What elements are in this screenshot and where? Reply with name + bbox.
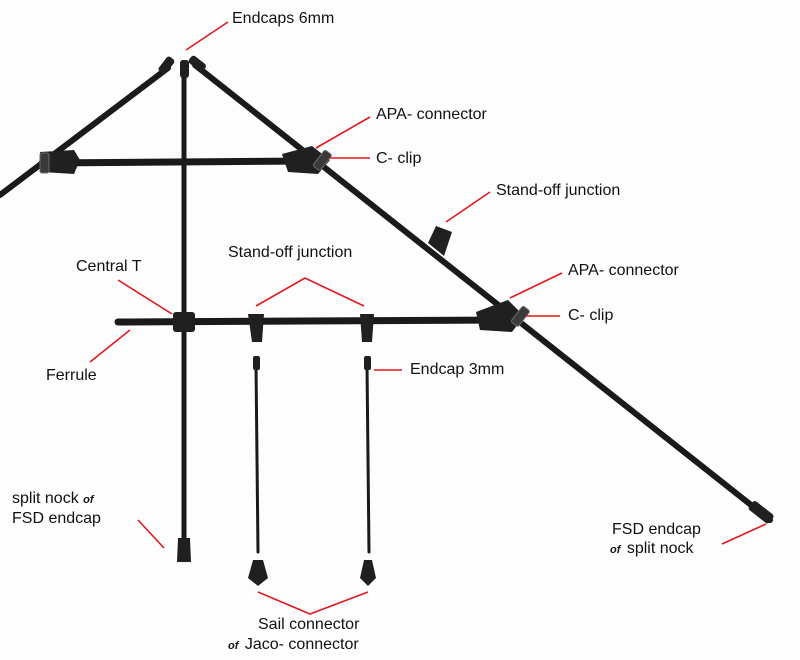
split-nock-fsd-endcap-spine	[177, 538, 191, 562]
label-fsd-endcap-left: FSD endcap	[12, 510, 101, 527]
sail-connector-right	[360, 560, 376, 586]
endcap-3mm-left	[253, 356, 260, 370]
leader-fsd-endcap	[721, 523, 767, 545]
endcap-6mm-center	[180, 60, 189, 78]
leader-endcaps-6mm	[185, 21, 229, 51]
sail-connector-of: of	[228, 640, 239, 652]
leader-apa-connector-top	[315, 116, 371, 149]
right-standoff-rod	[365, 363, 371, 554]
standoff-junction-right	[360, 314, 374, 342]
leader-standoff-junction-center	[255, 277, 365, 307]
left-leading-edge-spar	[0, 65, 171, 198]
standoff-junction-left	[248, 314, 264, 342]
central-t-fitting	[173, 312, 195, 332]
leader-ferrule	[89, 329, 131, 363]
left-standoff-rod	[254, 363, 260, 554]
upper-spreader	[38, 157, 314, 167]
label-standoff-junction-center: Stand-off junction	[228, 244, 353, 261]
leader-apa-connector-lower	[509, 272, 563, 299]
label-c-clip-lower: C- clip	[568, 307, 614, 324]
apa-connector-lower	[476, 300, 524, 332]
label-endcap-3mm: Endcap 3mm	[410, 361, 505, 378]
label-sail-connector: Sail connector	[258, 616, 360, 633]
endcap-6mm-right	[188, 55, 206, 72]
label-standoff-junction-right: Stand-off junction	[496, 182, 621, 199]
sail-connector-left	[248, 560, 268, 586]
fsd-endcap-of: of	[610, 544, 621, 556]
leader-standoff-junction-leading-edge	[445, 191, 491, 223]
c-clip-lower	[510, 305, 530, 327]
label-endcaps-6mm: Endcaps 6mm	[232, 10, 335, 27]
label-ferrule: Ferrule	[46, 367, 97, 384]
standoff-junction-leading-edge	[428, 226, 452, 256]
label-jaco-connector: of Jaco- connector	[228, 636, 359, 655]
label-c-clip-top: C- clip	[376, 150, 422, 167]
split-nock-line1: split nock	[12, 490, 79, 507]
label-fsd-endcap-right: FSD endcap	[612, 521, 701, 538]
c-clip-upper-right	[312, 149, 332, 171]
label-apa-connector-top: APA- connector	[376, 106, 487, 123]
leader-sail-connector	[257, 591, 369, 615]
leader-split-nock	[137, 519, 165, 549]
fsd-endcap-line2: split nock	[626, 540, 694, 557]
right-leading-edge-spar	[192, 62, 773, 523]
endcap-6mm-left	[158, 56, 175, 74]
endcap-3mm-right	[364, 356, 371, 370]
c-clip-upper-left	[39, 152, 50, 174]
sail-connector-line2: Jaco- connector	[244, 636, 359, 653]
split-nock-of: of	[83, 494, 94, 506]
fsd-endcap-leading-edge	[748, 501, 774, 524]
label-apa-connector-lower: APA- connector	[568, 262, 679, 279]
label-split-nock-right: of split nock	[610, 540, 694, 559]
label-central-t: Central T	[76, 258, 142, 275]
label-split-nock: split nock of	[12, 490, 96, 509]
leader-central-t	[117, 279, 173, 315]
apa-connector-upper-left	[40, 150, 80, 174]
